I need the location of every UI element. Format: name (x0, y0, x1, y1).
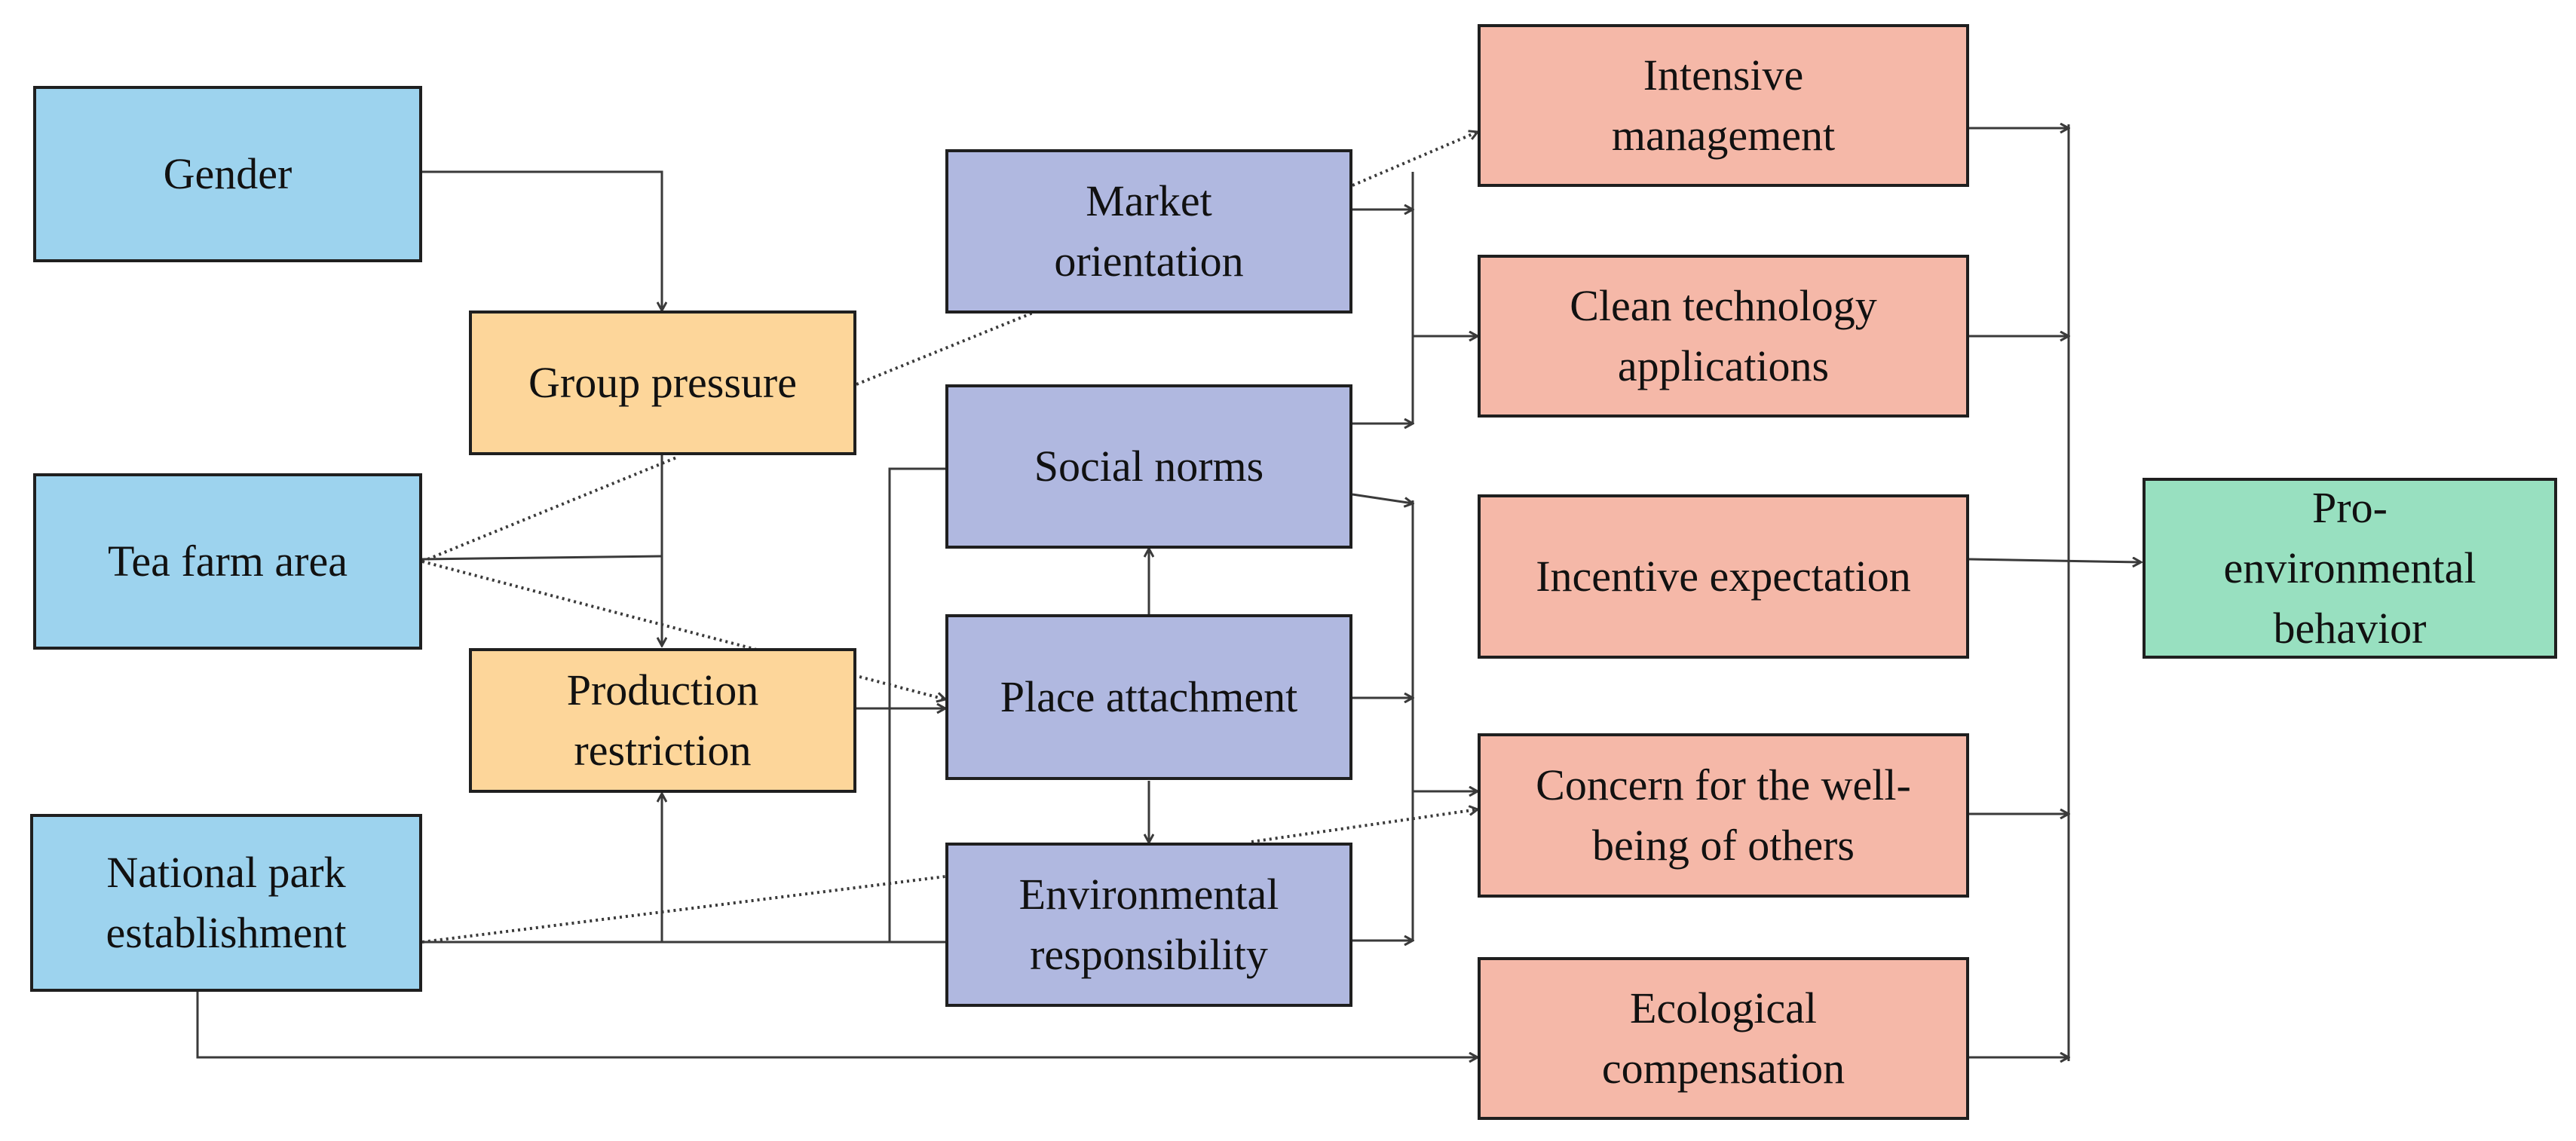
edge-group-pressure-intensive-management (856, 311, 1034, 386)
edge-national-park-concern-for-others (421, 875, 946, 944)
edge-national-park-social-norms (888, 467, 945, 942)
node-concern-for-others: Concern for the well- being of others (1478, 733, 1969, 898)
node-concern-for-others-label: Concern for the well- being of others (1536, 760, 1911, 870)
node-incentive-expectation-label: Incentive expectation (1536, 552, 1911, 601)
node-gender: Gender (33, 86, 422, 262)
node-clean-technology-applications-label: Clean technology applications (1570, 281, 1877, 390)
node-national-park-establishment-label: National park establishment (106, 848, 347, 957)
edge-tea-farm-area-production-restriction (421, 555, 663, 561)
edge-tea-farm-area-group-pressure (421, 455, 679, 563)
node-ecological-compensation-label: Ecological compensation (1601, 983, 1845, 1093)
node-clean-technology-applications: Clean technology applications (1478, 255, 1969, 418)
node-tea-farm-area-label: Tea farm area (108, 537, 348, 586)
node-place-attachment-label: Place attachment (1000, 672, 1298, 721)
node-pro-environmental-behavior-label: Pro- environmental behavior (2223, 483, 2476, 653)
node-production-restriction: Production restriction (469, 648, 856, 793)
node-environmental-responsibility: Environmental responsibility (945, 843, 1352, 1007)
node-incentive-expectation: Incentive expectation (1478, 494, 1969, 659)
node-production-restriction-label: Production restriction (566, 665, 759, 775)
node-national-park-establishment: National park establishment (30, 814, 422, 992)
node-ecological-compensation: Ecological compensation (1478, 957, 1969, 1120)
edge-gender-group-pressure (422, 170, 662, 310)
node-market-orientation: Market orientation (945, 149, 1352, 314)
node-gender-label: Gender (163, 149, 293, 198)
node-social-norms: Social norms (945, 384, 1352, 549)
node-intensive-management: Intensive management (1478, 24, 1969, 187)
edge-incentive-expectation-pro-environmental-behavior (1968, 559, 2141, 562)
node-market-orientation-label: Market orientation (1054, 176, 1244, 286)
edge-environmental-responsibility-concern-for-others (1251, 809, 1478, 843)
edge-national-park-ecological-compensation (196, 992, 1478, 1057)
node-group-pressure: Group pressure (469, 310, 856, 455)
edge-social-norms-bus-2 (1352, 493, 1413, 503)
node-pro-environmental-behavior: Pro- environmental behavior (2143, 478, 2557, 659)
node-place-attachment: Place attachment (945, 614, 1352, 780)
node-social-norms-label: Social norms (1034, 442, 1264, 491)
node-tea-farm-area: Tea farm area (33, 473, 422, 650)
node-environmental-responsibility-label: Environmental responsibility (1018, 870, 1279, 979)
node-intensive-management-label: Intensive management (1611, 50, 1836, 160)
edge-national-park-production-restriction (422, 794, 662, 944)
edge-market-orientation-intensive-management (1352, 132, 1478, 187)
node-group-pressure-label: Group pressure (528, 358, 797, 407)
